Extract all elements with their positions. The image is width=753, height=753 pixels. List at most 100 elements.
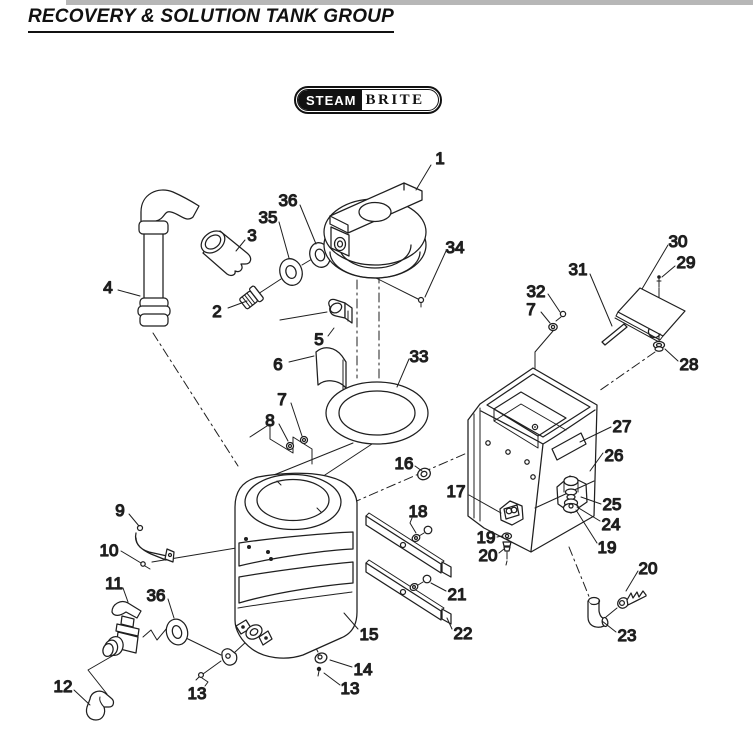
callout-leader-24 <box>576 506 601 522</box>
part-deflector-6 <box>315 347 347 391</box>
part-grommet-16 <box>417 467 431 481</box>
callout-2: 2 <box>212 302 221 321</box>
callout-leader-19 <box>496 535 503 538</box>
screw-18 <box>423 525 433 535</box>
callout-leader-5 <box>327 327 335 337</box>
title-underline <box>28 31 394 33</box>
logo-inner-ring: STEAM BRITE <box>297 89 439 111</box>
callout-leader-20 <box>625 570 639 592</box>
callout-3: 3 <box>247 226 256 245</box>
callout-4: 4 <box>103 278 112 297</box>
part-bracket-9 <box>134 524 175 570</box>
callout-leader-34 <box>424 250 447 298</box>
callout-14: 14 <box>354 660 373 679</box>
trim-bar-upper <box>365 515 442 574</box>
callout-leader-17 <box>468 494 502 514</box>
trim-bar-lower <box>365 562 442 621</box>
part-plug-bolt <box>239 285 264 310</box>
callout-29: 29 <box>677 253 696 272</box>
washer-19-left <box>501 532 513 540</box>
callout-leader-21 <box>430 582 447 592</box>
callout-leader-7 <box>290 402 303 437</box>
callout-23: 23 <box>618 626 637 645</box>
callout-leader-18 <box>409 517 417 534</box>
part-gasket-33 <box>325 381 429 445</box>
part-drain-valve <box>102 600 142 658</box>
callout-leader-16 <box>414 465 423 472</box>
nut-8 <box>285 441 295 451</box>
callout-17: 17 <box>447 482 466 501</box>
callout-leader-4 <box>117 289 141 297</box>
part-elbow-23 <box>587 596 609 628</box>
callout-12: 12 <box>54 677 73 696</box>
part-solution-tank <box>467 367 598 566</box>
part-standpipe <box>137 189 200 327</box>
tank-drain-ports <box>235 619 273 646</box>
callout-9: 9 <box>115 501 124 520</box>
washer-7-right <box>548 322 558 332</box>
screw-29 <box>656 275 662 288</box>
callout-leader-19 <box>575 509 598 544</box>
callout-leader-30 <box>641 244 669 290</box>
callout-leader-11 <box>122 587 129 603</box>
callout-leader-13 <box>323 672 341 686</box>
logo-brite-text: BRITE <box>365 91 425 108</box>
callout-7: 7 <box>277 390 286 409</box>
callout-1: 1 <box>435 149 444 168</box>
rod-31 <box>601 323 628 346</box>
callout-15: 15 <box>360 625 379 644</box>
callout-leader-20 <box>498 548 505 554</box>
part-washer-36-bottom <box>165 618 189 646</box>
callout-leader-6 <box>288 355 315 363</box>
fitting-20-left <box>502 541 512 566</box>
callout-31: 31 <box>569 260 588 279</box>
clip-13 <box>221 648 238 666</box>
screw-21 <box>422 574 432 584</box>
callout-25: 25 <box>603 495 622 514</box>
part-washer-35 <box>279 258 303 286</box>
callout-33: 33 <box>410 347 429 366</box>
callout-leader-14 <box>329 659 353 668</box>
part-elbow-12 <box>85 690 115 721</box>
callout-leader-7 <box>540 311 551 324</box>
page-title: RECOVERY & SOLUTION TANK GROUP <box>28 6 394 27</box>
port-17 <box>503 504 520 520</box>
valve-handle <box>111 600 142 619</box>
tank-band-lower <box>238 561 354 604</box>
screw-7-left <box>299 435 309 445</box>
callout-35: 35 <box>259 208 278 227</box>
trim-bars <box>365 512 452 625</box>
fasteners-7-8 <box>249 423 313 465</box>
logo-steam-text: STEAM <box>298 90 362 110</box>
steambrite-logo: STEAM BRITE <box>294 86 442 114</box>
screw-10 <box>140 561 146 567</box>
callout-leader-31 <box>589 273 613 327</box>
callout-leader-10 <box>120 550 142 564</box>
recess-panel-27 <box>551 432 587 461</box>
recess-17 <box>499 500 524 526</box>
callout-leader-29 <box>661 265 676 278</box>
part-recovery-tank <box>234 472 358 659</box>
part-hose-cuff <box>200 230 252 277</box>
callout-leader-36 <box>299 204 317 245</box>
part-recovery-lid <box>323 182 427 308</box>
screw-9 <box>136 524 144 532</box>
callout-leader-32 <box>547 293 561 313</box>
callout-13: 13 <box>341 679 360 698</box>
callout-leader-28 <box>664 348 679 362</box>
callout-19: 19 <box>598 538 617 557</box>
nut-28 <box>652 340 666 352</box>
callout-leader-33 <box>396 358 410 388</box>
callout-11: 11 <box>105 574 123 593</box>
page-top-edge <box>66 0 753 5</box>
callout-5: 5 <box>314 330 323 349</box>
callout-27: 27 <box>613 417 632 436</box>
callout-leader-27 <box>579 426 612 443</box>
callout-30: 30 <box>669 232 688 251</box>
callout-24: 24 <box>602 515 621 534</box>
callout-leader-9 <box>128 513 140 527</box>
callout-leader-26 <box>589 452 604 472</box>
